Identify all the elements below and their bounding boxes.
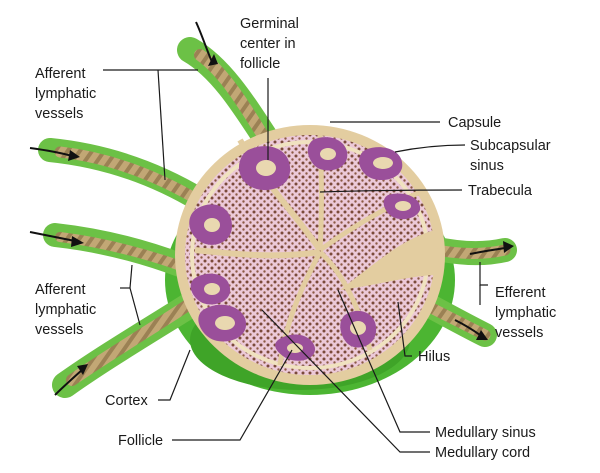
follicle (198, 304, 247, 342)
label-afferent-top: Afferent lymphatic vessels (35, 66, 100, 122)
arrow-icon (454, 319, 488, 340)
arrow-icon (29, 147, 80, 161)
label-medullary-sinus: Medullary sinus (435, 425, 536, 441)
label-afferent-bottom: Afferent lymphatic vessels (35, 282, 100, 338)
label-cortex: Cortex (105, 393, 148, 409)
flow-arrows (29, 21, 514, 396)
label-trabecula: Trabecula (468, 183, 533, 199)
label-subcapsular-sinus: Subcapsular sinus (470, 138, 555, 174)
follicle (189, 204, 232, 245)
label-efferent: Efferent lymphatic vessels (495, 285, 560, 341)
arrow-icon (469, 241, 514, 255)
follicle (190, 273, 231, 305)
follicle (239, 146, 291, 191)
arrow-icon (195, 21, 218, 66)
label-medullary-cord: Medullary cord (435, 445, 530, 461)
follicle (340, 310, 377, 348)
hilus-notch (340, 230, 440, 290)
arrow-icon (54, 364, 88, 396)
follicle (307, 137, 348, 171)
arrow-icon (29, 231, 84, 247)
follicle (383, 193, 421, 220)
label-hilus: Hilus (418, 349, 450, 365)
label-capsule: Capsule (448, 115, 501, 131)
label-follicle: Follicle (118, 433, 163, 449)
follicles (189, 137, 421, 361)
labels: Germinal center in follicle Afferent lym… (35, 16, 560, 461)
follicle (359, 147, 403, 181)
label-germinal-center: Germinal center in follicle (240, 16, 303, 72)
leader-lines (103, 69, 488, 453)
